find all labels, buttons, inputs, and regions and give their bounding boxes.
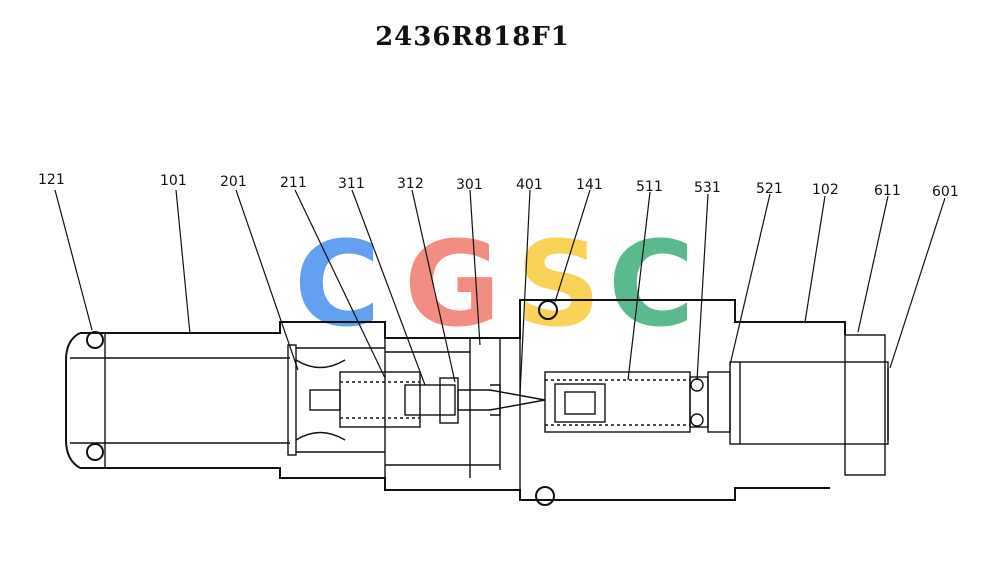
callout-521: 521 <box>756 181 783 197</box>
callout-601: 601 <box>932 184 959 200</box>
callout-311: 311 <box>338 176 365 192</box>
watermark-logo: C G S C <box>294 215 695 353</box>
watermark-letter-c2: C <box>608 215 695 353</box>
watermark-letter-c1: C <box>294 215 381 353</box>
callout-531: 531 <box>694 180 721 196</box>
callout-101: 101 <box>160 173 187 189</box>
watermark-letter-s: S <box>516 215 601 353</box>
callout-401: 401 <box>516 177 543 193</box>
callout-511: 511 <box>636 179 663 195</box>
callout-611: 611 <box>874 183 901 199</box>
callout-102: 102 <box>812 182 839 198</box>
callout-labels: 121 101 201 211 311 312 301 401 141 511 … <box>38 172 959 200</box>
callout-141: 141 <box>576 177 603 193</box>
callout-312: 312 <box>397 176 424 192</box>
callout-201: 201 <box>220 174 247 190</box>
leader-lines <box>54 189 946 396</box>
callout-121: 121 <box>38 172 65 188</box>
watermark-letter-g: G <box>404 215 501 353</box>
drawing-title: 2436R818F1 <box>375 22 570 52</box>
callout-211: 211 <box>280 175 307 191</box>
callout-301: 301 <box>456 177 483 193</box>
